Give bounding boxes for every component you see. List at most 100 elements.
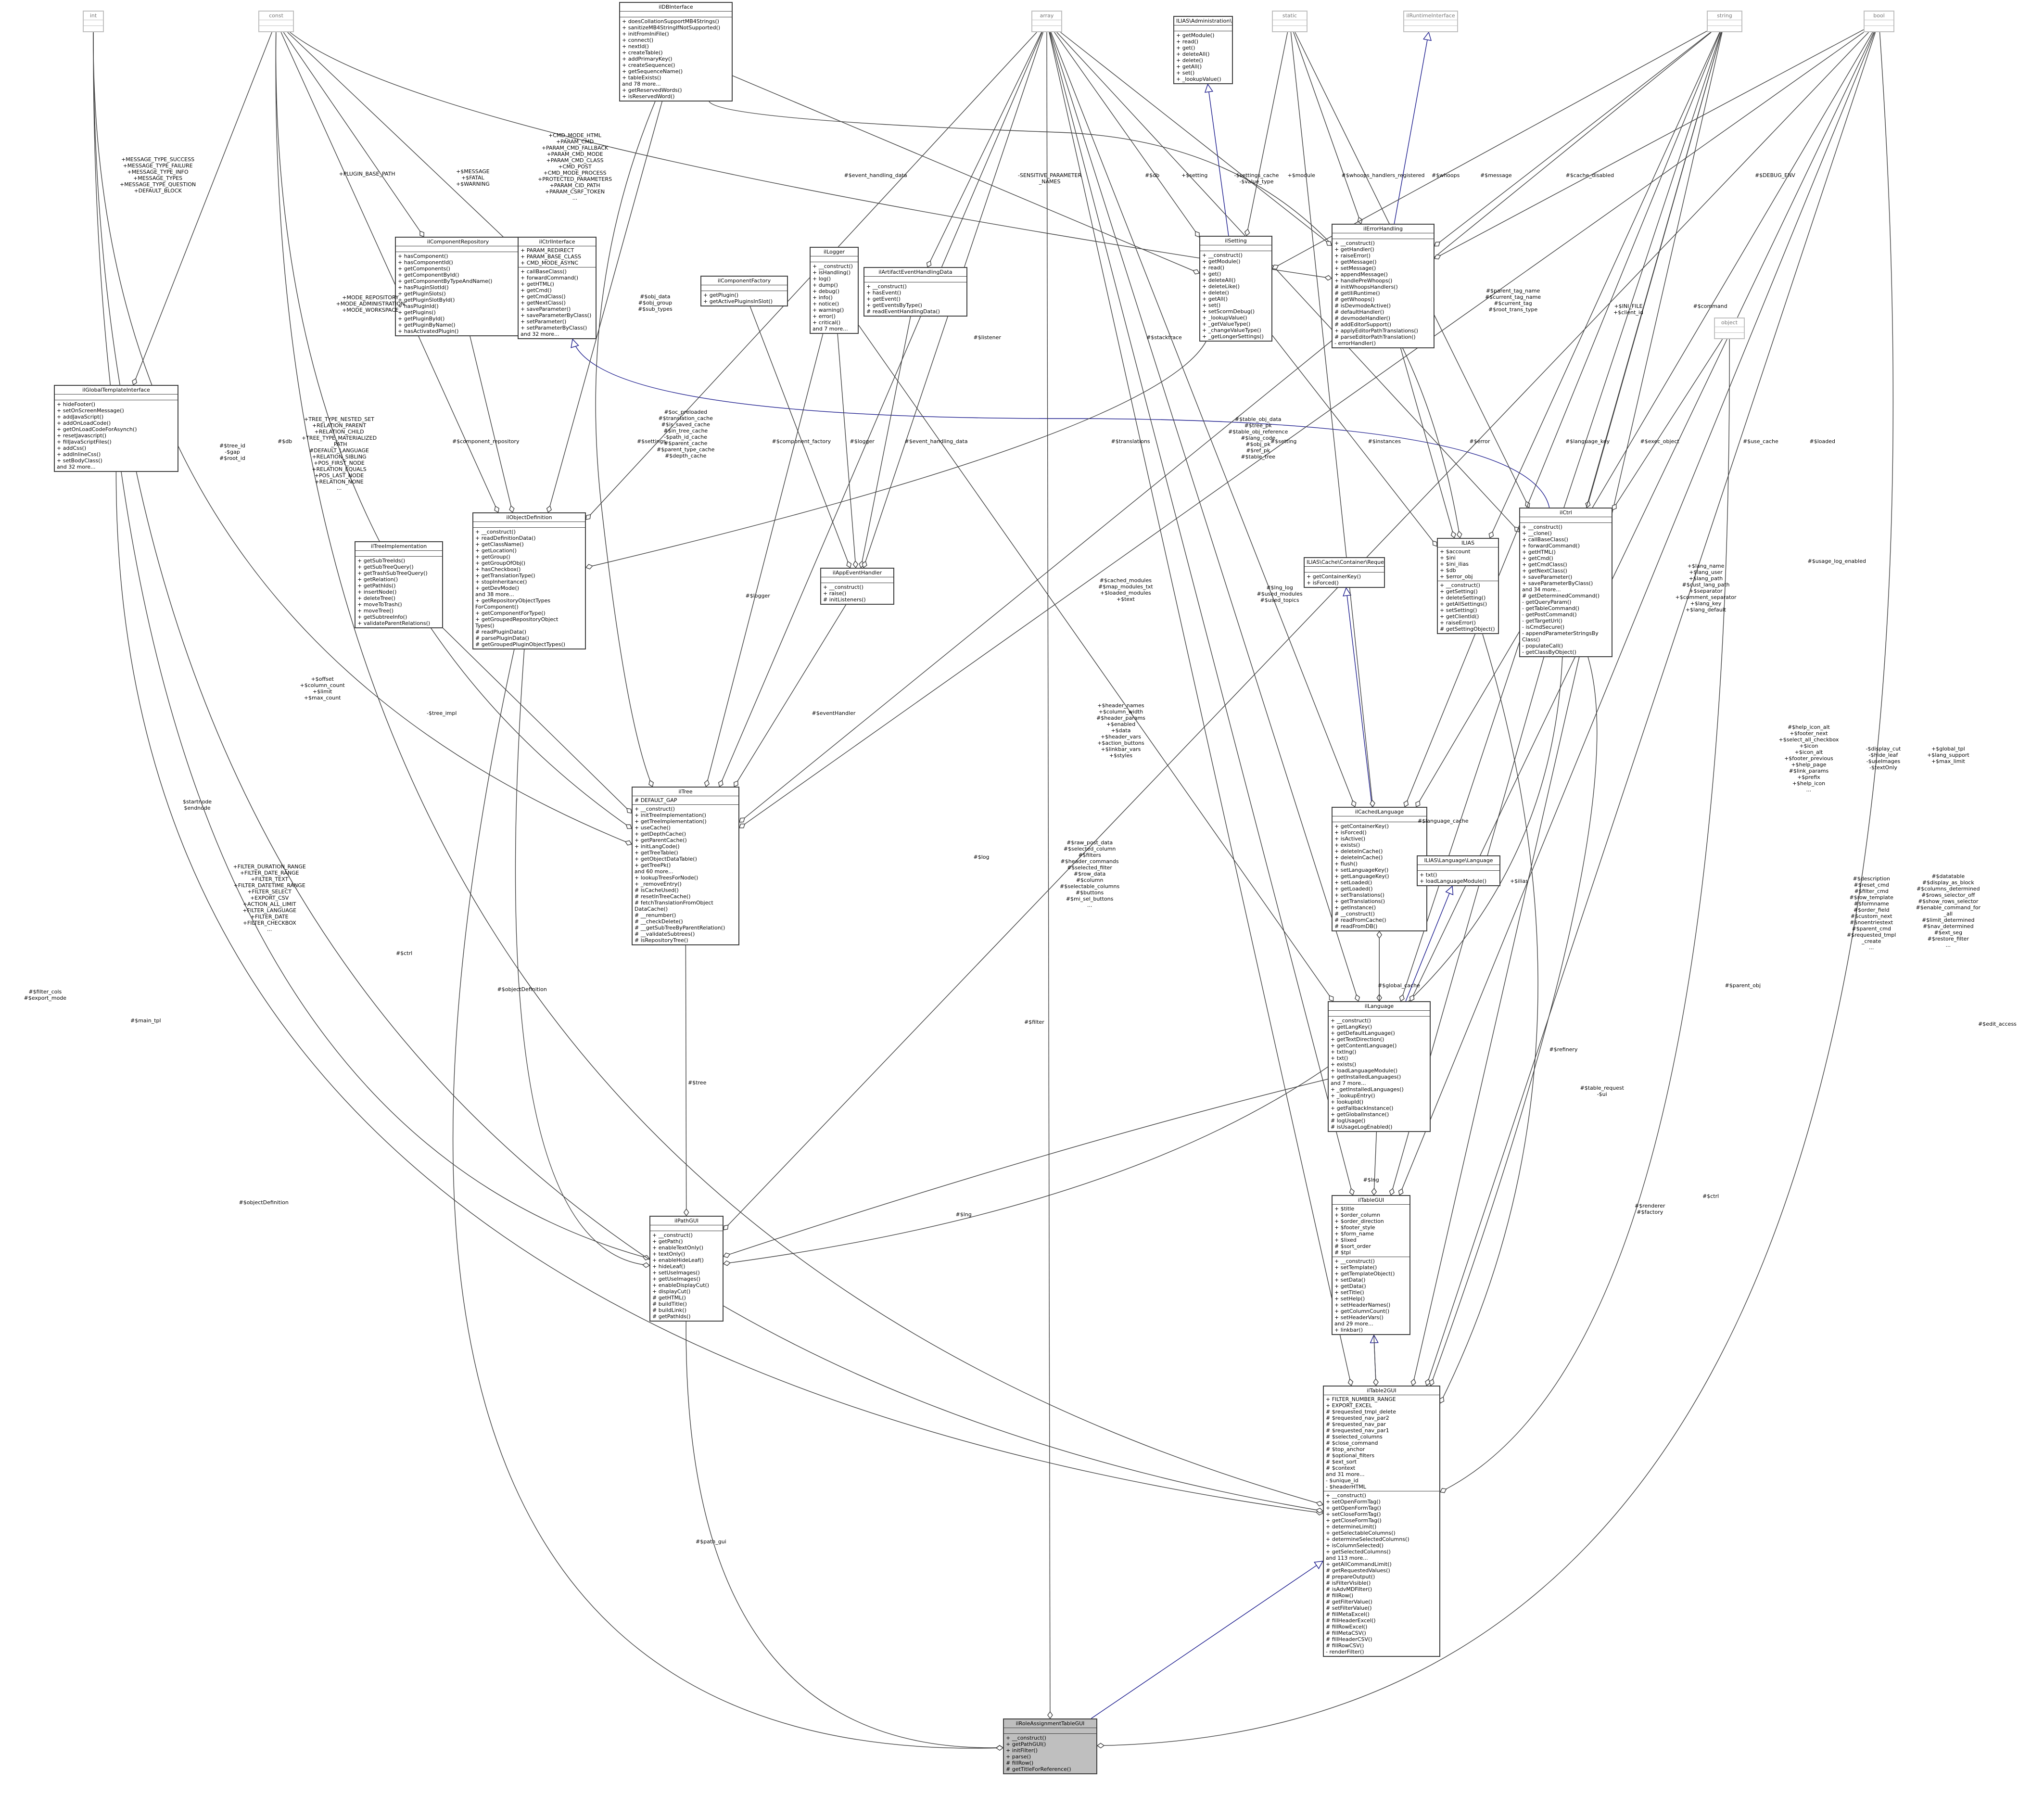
class-node-object[interactable]: object (1714, 318, 1745, 339)
method-row: # fillHeaderExcel() (1326, 1617, 1376, 1624)
class-node-string[interactable]: string (1707, 11, 1742, 32)
method-row: + __construct() (475, 529, 516, 535)
edge-label: #$cached_modules #$map_modules_txt +$loa… (1098, 577, 1153, 602)
class-node-ildbinterface[interactable]: ilDBInterface+ doesCollationSupportMB4St… (619, 2, 733, 102)
aggregation-diamond (1376, 930, 1383, 939)
method-row: + setTitle() (1334, 1289, 1364, 1296)
usage-edge (1412, 32, 1723, 1386)
edge-label: $startnode $endnode (183, 799, 212, 811)
aggregation-diamond (1434, 254, 1441, 260)
edge-label: #$description #$reset_cmd #$filter_cmd #… (1847, 876, 1896, 951)
class-node-ilobjectdefinition[interactable]: ilObjectDefinition+ __construct()+ readD… (472, 512, 586, 649)
class-node-illanguage[interactable]: ilLanguage+ __construct()+ getLangKey()+… (1328, 1001, 1431, 1132)
method-row: + get() (1176, 45, 1195, 51)
attribute-section (1520, 517, 1612, 523)
method-row: + getPluginSlotById() (398, 297, 455, 303)
method-row: + getAll() (1202, 296, 1228, 302)
class-node-ilruntimeinterface[interactable]: ilRuntimeInterface (1403, 11, 1458, 32)
attribute-section (1404, 20, 1457, 26)
method-row: + __construct() (866, 283, 907, 290)
class-node-iltree[interactable]: ilTree# DEFAULT_GAP+ __construct()+ init… (632, 787, 739, 945)
edge-label: -$settings_cache -$value_type (1234, 172, 1279, 185)
class-node-ilpathgui[interactable]: ilPathGUI+ __construct()+ getPath()+ ena… (649, 1216, 724, 1322)
aggregation-diamond (1316, 1501, 1324, 1507)
method-row: + setMessage() (1334, 265, 1376, 271)
method-row: + getEvent() (866, 296, 901, 302)
class-node-langlanguage[interactable]: ILIAS\Language\Language+ txt()+ loadLang… (1417, 855, 1500, 886)
class-node-bool[interactable]: bool (1864, 11, 1894, 32)
class-node-ilsetting[interactable]: ilSetting+ __construct()+ getModule()+ r… (1199, 236, 1272, 342)
class-node-ilcachedlanguage[interactable]: ilCachedLanguage+ getContainerKey()+ isF… (1332, 807, 1427, 931)
usage-edge (1399, 32, 1875, 1196)
method-row: # isAdvMDFilter() (1326, 1586, 1372, 1592)
edge-label: -$display_cut -$hide_leaf -$useImages -$… (1866, 746, 1901, 771)
class-node-const[interactable]: const (258, 11, 294, 32)
method-row: + doesCollationSupportMB4Strings() (622, 18, 719, 25)
method-row: + getLanguageKey() (1334, 873, 1389, 879)
method-row: + getClassName() (475, 541, 524, 547)
usage-edge (734, 604, 846, 787)
class-node-array[interactable]: array (1031, 11, 1062, 32)
class-node-illogger[interactable]: ilLogger+ __construct()+ isHandling()+ l… (810, 247, 859, 334)
attribute-section (811, 256, 858, 262)
class-node-ilias[interactable]: ILIAS+ $account+ $ini+ $ini_ilias+ $db+ … (1437, 538, 1499, 634)
attribute-row: + FILTER_NUMBER_RANGE (1326, 1396, 1396, 1402)
method-row: + loadLanguageModule() (1331, 1068, 1398, 1074)
method-row: + getContainerKey() (1307, 573, 1361, 580)
method-row: + setSetting() (1440, 607, 1477, 613)
aggregation-diamond (852, 560, 859, 569)
aggregation-diamond (739, 823, 746, 828)
method-section: + __construct()+ getLangKey()+ getDefaul… (1329, 1017, 1430, 1131)
method-row: + raise() (823, 590, 847, 597)
class-title: array (1032, 12, 1061, 20)
method-row: # getIliRuntime() (1334, 290, 1380, 296)
method-row: and 34 more... (1522, 586, 1561, 593)
class-node-iltable2gui[interactable]: ilTable2GUI+ FILTER_NUMBER_RANGE+ EXPORT… (1323, 1386, 1440, 1657)
edge-label: #$lng (1363, 1177, 1379, 1183)
method-row: + info() (813, 294, 833, 301)
method-row: + notice() (813, 301, 839, 307)
class-node-ilctrlinterface[interactable]: ilCtrlInterface+ PARAM_REDIRECT+ PARAM_B… (518, 237, 597, 339)
usage-edge (837, 333, 856, 568)
method-row: + getContentLanguage() (1331, 1043, 1397, 1049)
class-node-ilartifacteventhandlingdata[interactable]: ilArtifactEventHandlingData+ __construct… (863, 267, 967, 317)
method-row: + getOpenFormTag() (1326, 1505, 1382, 1511)
class-node-ilglobaltemplateinterface[interactable]: ilGlobalTemplateInterface+ hideFooter()+… (54, 385, 178, 472)
method-row: + isActive() (1334, 836, 1366, 842)
usage-edge (1489, 32, 1720, 538)
class-node-cachecontainerrequest[interactable]: ILIAS\Cache\Container\Request+ getContai… (1304, 557, 1385, 588)
method-row: + getPathIds() (357, 583, 396, 589)
attribute-section (355, 551, 442, 557)
method-section (1715, 333, 1744, 338)
attribute-row: + $form_name (1334, 1231, 1374, 1237)
class-node-ilcomponentfactory[interactable]: ilComponentFactory+ getPlugin()+ getActi… (700, 276, 788, 306)
method-row: + deleteAll() (1176, 51, 1210, 57)
edge-label: #$logger (850, 438, 875, 445)
class-node-ilcomponentrepository[interactable]: ilComponentRepository+ hasComponent()+ h… (395, 237, 521, 336)
usage-edge (283, 32, 424, 237)
class-node-iltreeimplementation[interactable]: ilTreeImplementation+ getSubTreeIds()+ g… (355, 541, 443, 628)
method-section (1708, 26, 1741, 31)
method-row: + getTextDirection() (1331, 1036, 1384, 1043)
class-node-static[interactable]: static (1272, 11, 1308, 32)
method-row: + set() (1202, 302, 1221, 308)
class-node-adminsetting[interactable]: ILIAS\Administration\Setting+ getModule(… (1173, 16, 1233, 84)
class-node-ilerrorhandling[interactable]: ilErrorHandling+ __construct()+ getHandl… (1332, 224, 1435, 348)
edge-label: #$refinery (1549, 1046, 1578, 1053)
method-row: + addOnLoadCode() (57, 420, 111, 426)
aggregation-diamond (1432, 540, 1437, 547)
class-node-ilappeventhandler[interactable]: ilAppEventHandler+ __construct()+ raise(… (820, 568, 894, 605)
usage-edge (927, 32, 1042, 267)
class-node-ilroleassignmenttablegui[interactable]: ilRoleAssignmentTableGUI+ __construct()+… (1003, 1718, 1097, 1774)
method-row: + forwardCommand() (1522, 543, 1580, 549)
method-row: + determineLimit() (1326, 1524, 1377, 1530)
edge-label: #$whoops_handlers_registered (1341, 172, 1425, 178)
inheritance-arrowhead (1204, 83, 1214, 93)
method-row: # parsePluginData() (475, 635, 529, 641)
class-node-ilctrl[interactable]: ilCtrl+ __construct()+ __clone()+ callBa… (1519, 508, 1612, 657)
method-row: + nextId() (622, 43, 649, 50)
method-row: and 60 more... (635, 868, 673, 875)
class-node-int[interactable]: int (83, 11, 104, 32)
method-row: + getGroupedRepositoryObject (475, 616, 559, 623)
class-node-iltablegui[interactable]: ilTableGUI+ $title+ $order_column+ $orde… (1332, 1195, 1410, 1335)
